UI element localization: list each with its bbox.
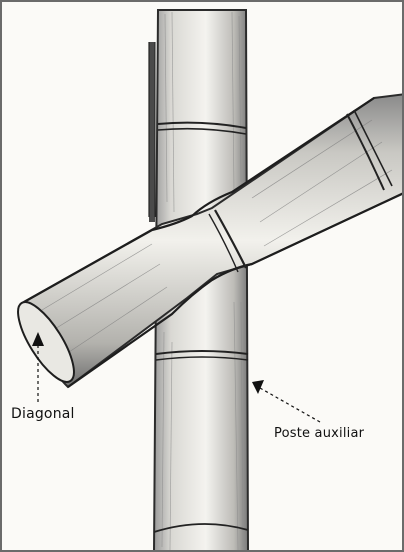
thin-stick bbox=[149, 42, 155, 222]
arrow-up-icon bbox=[32, 332, 44, 402]
diagonal-label: Diagonal bbox=[11, 407, 75, 421]
poste-auxiliar-label: Poste auxiliar bbox=[274, 427, 364, 440]
arrow-down-left-icon bbox=[252, 380, 320, 422]
